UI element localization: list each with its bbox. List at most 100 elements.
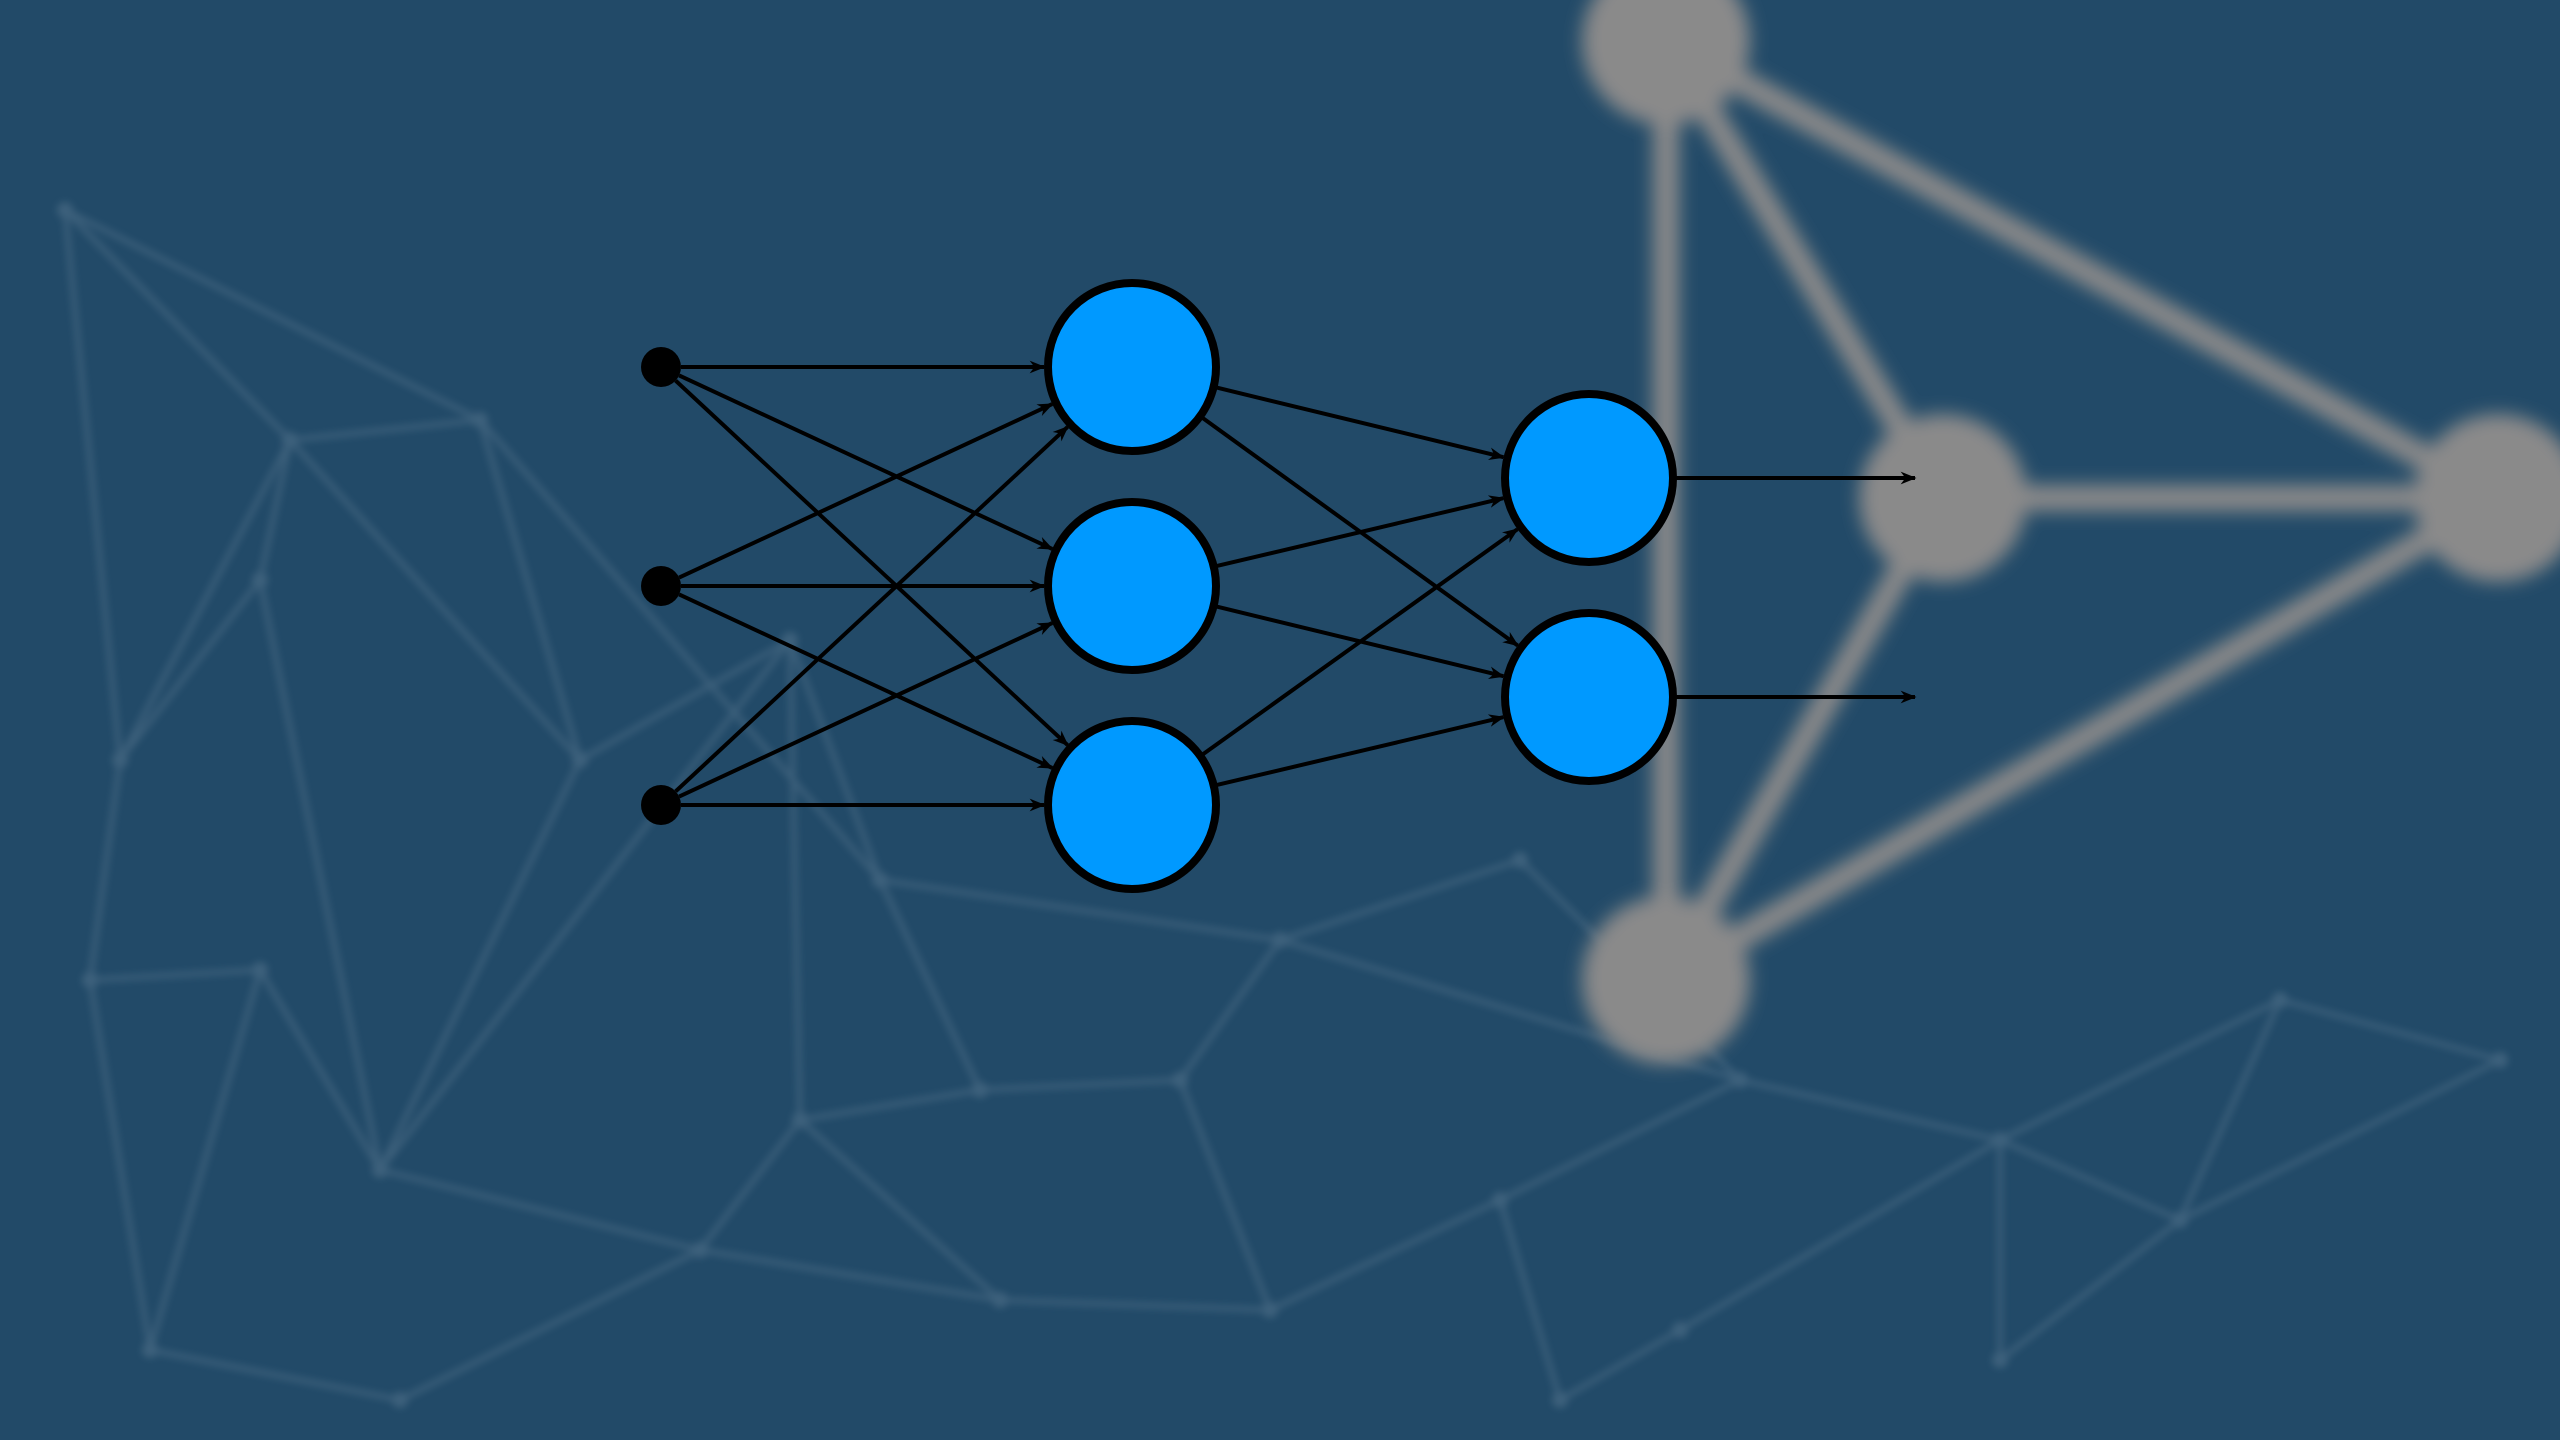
mesh-line bbox=[398, 1247, 702, 1403]
mesh-line bbox=[698, 1118, 802, 1252]
mesh-line bbox=[118, 578, 262, 762]
mesh-line bbox=[379, 1167, 701, 1253]
mesh-line bbox=[2279, 997, 2501, 1063]
mesh-node bbox=[282, 432, 298, 448]
mesh-line bbox=[87, 979, 153, 1351]
mesh-node bbox=[2492, 1052, 2508, 1068]
mesh-line bbox=[378, 638, 792, 1172]
output-neuron bbox=[1501, 390, 1677, 566]
connection-arrow bbox=[1213, 384, 1506, 461]
connection-arrow bbox=[1213, 495, 1505, 569]
mesh-line bbox=[1497, 1199, 1563, 1401]
mesh-node bbox=[1552, 1392, 1568, 1408]
mesh-node bbox=[142, 1342, 158, 1358]
mesh-line bbox=[1177, 1079, 1273, 1311]
mesh-node bbox=[252, 572, 268, 588]
background-graph-edge bbox=[1659, 486, 2505, 992]
mesh-line bbox=[1998, 997, 2282, 1143]
input-node bbox=[641, 566, 681, 606]
mesh-line bbox=[477, 419, 583, 761]
input-node bbox=[641, 785, 681, 825]
mesh-line bbox=[2178, 1057, 2502, 1223]
background-graph-node bbox=[1582, 896, 1750, 1064]
mesh-node bbox=[252, 962, 268, 978]
mesh-line bbox=[63, 208, 292, 442]
mesh-line bbox=[787, 639, 883, 881]
connection-arrow bbox=[674, 379, 1069, 747]
background-graph-node bbox=[1859, 414, 2027, 582]
network-edges bbox=[674, 360, 1917, 812]
mesh-node bbox=[1992, 1352, 2008, 1368]
mesh-node bbox=[792, 1112, 808, 1128]
connection-arrow bbox=[678, 373, 1054, 551]
mesh-line bbox=[877, 878, 983, 1092]
connection-arrow bbox=[1199, 527, 1519, 758]
mesh-line bbox=[1279, 857, 1521, 943]
mesh-line bbox=[1678, 1137, 2002, 1333]
mesh-node bbox=[82, 972, 98, 988]
output-neuron bbox=[1501, 609, 1677, 785]
mesh-line bbox=[1558, 1327, 1682, 1403]
mesh-line bbox=[63, 207, 482, 423]
mesh-line bbox=[798, 1118, 1002, 1302]
mesh-node bbox=[112, 752, 128, 768]
mesh-node bbox=[872, 872, 888, 888]
mesh-node bbox=[1512, 852, 1528, 868]
connection-arrow bbox=[678, 402, 1054, 580]
mesh-line bbox=[787, 639, 803, 1121]
connection-arrow bbox=[674, 425, 1069, 793]
mesh-line bbox=[149, 1347, 401, 1403]
connection-arrow bbox=[678, 621, 1054, 799]
mesh-node bbox=[57, 202, 73, 218]
mesh-line bbox=[147, 969, 263, 1351]
mesh-line bbox=[257, 579, 383, 1171]
background-graph-edge bbox=[1659, 29, 2505, 510]
mesh-line bbox=[1498, 1077, 1742, 1203]
mesh-node bbox=[472, 412, 488, 428]
hidden-neuron bbox=[1044, 279, 1220, 455]
mesh-line bbox=[578, 637, 792, 763]
mesh-node bbox=[972, 1082, 988, 1098]
mesh-line bbox=[2177, 998, 2283, 1222]
mesh-node bbox=[992, 1292, 1008, 1308]
background-graph-edge bbox=[1654, 34, 1955, 505]
mesh-node bbox=[392, 1392, 408, 1408]
background-graph bbox=[1582, 0, 2560, 1064]
mesh-node bbox=[1272, 932, 1288, 948]
mesh-line bbox=[999, 1297, 1271, 1313]
network-nodes bbox=[641, 279, 1677, 893]
connection-arrow bbox=[1213, 714, 1505, 788]
mesh-node bbox=[1732, 1072, 1748, 1088]
mesh-line bbox=[1268, 1197, 1502, 1313]
mesh-node bbox=[1492, 1192, 1508, 1208]
mesh-node bbox=[372, 1162, 388, 1178]
hidden-neuron bbox=[1044, 498, 1220, 674]
mesh-line bbox=[89, 967, 261, 983]
mesh-line bbox=[117, 438, 293, 762]
mesh-line bbox=[87, 759, 123, 981]
mesh-line bbox=[1177, 938, 1283, 1082]
mesh-node bbox=[1172, 1072, 1188, 1088]
mesh-line bbox=[257, 968, 383, 1172]
hidden-neuron bbox=[1044, 717, 1220, 893]
mesh-node bbox=[572, 752, 588, 768]
mesh-line bbox=[1998, 1218, 2182, 1362]
mesh-line bbox=[377, 758, 583, 1172]
connection-arrow bbox=[678, 592, 1054, 770]
mesh-line bbox=[1998, 1137, 2182, 1223]
mesh-line bbox=[288, 438, 582, 762]
background-graph-edge bbox=[1654, 491, 1955, 987]
background-graph-node bbox=[2414, 414, 2560, 582]
mesh-node bbox=[1672, 1322, 1688, 1338]
mesh-line bbox=[62, 209, 123, 761]
mesh-line bbox=[699, 1247, 1001, 1303]
mesh-node bbox=[692, 1242, 708, 1258]
mesh-node bbox=[1262, 1302, 1278, 1318]
mesh-line bbox=[1739, 1077, 2001, 1143]
mesh-line bbox=[879, 877, 1281, 943]
mesh-line bbox=[289, 417, 481, 443]
background-graph-node bbox=[1582, 0, 1750, 125]
input-node bbox=[641, 347, 681, 387]
mesh-line bbox=[799, 1087, 981, 1123]
